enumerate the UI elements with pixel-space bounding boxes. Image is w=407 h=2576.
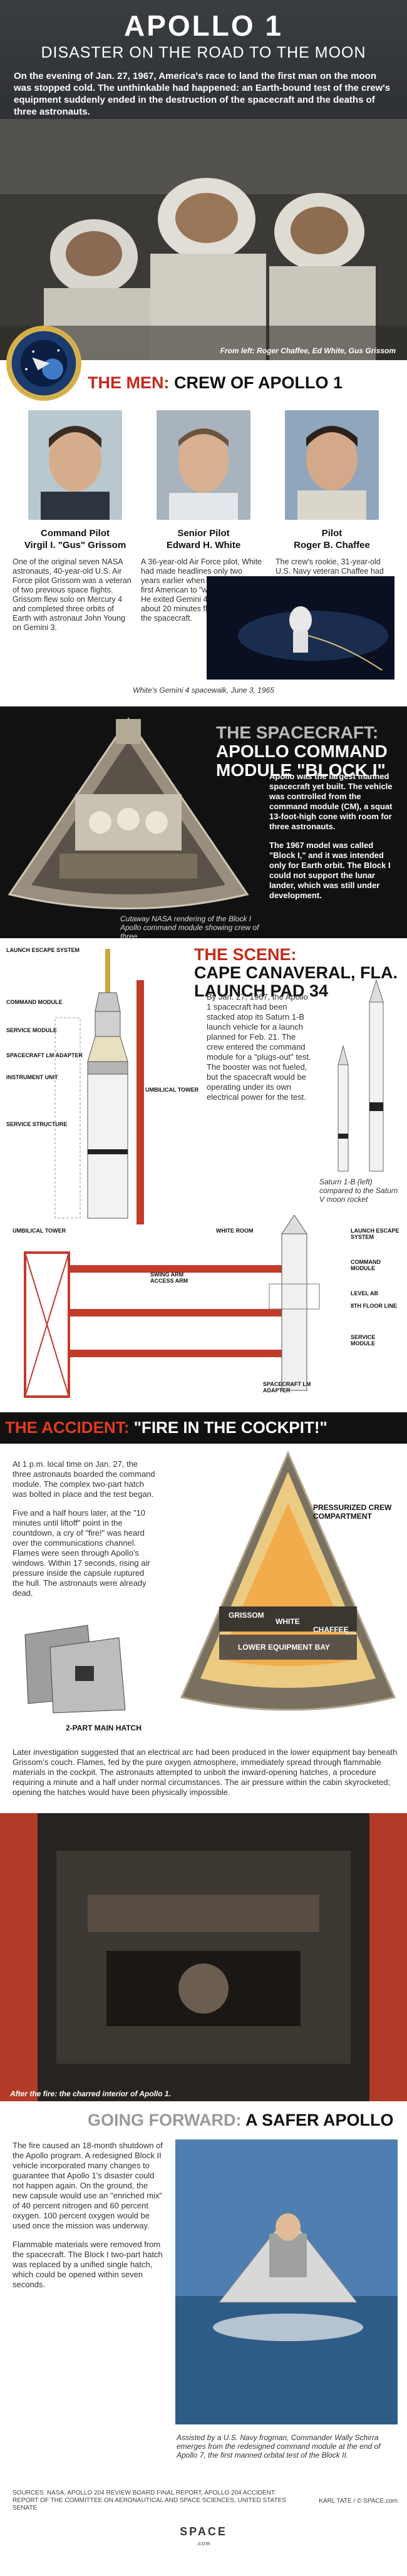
grissom-bio: One of the original seven NASA astronaut… xyxy=(13,557,131,632)
forward-paragraph-2: Flammable materials were removed from th… xyxy=(13,2240,163,2289)
grissom-name: Virgil I. "Gus" Grissom xyxy=(24,540,126,551)
spacecraft-caption: Cutaway NASA rendering of the Block I Ap… xyxy=(120,914,259,941)
tower-label-swing-arm: SWING ARM ACCESS ARM xyxy=(150,1271,188,1284)
crew-chaffee-title: Pilot Roger B. Chaffee xyxy=(269,527,394,551)
tower-label-lm-adapter: SPACECRAFT LM ADAPTER xyxy=(263,1381,311,1394)
interior-caption: After the fire: the charred interior of … xyxy=(10,2089,171,2098)
forward-paragraph-1: The fire caused an 18-month shutdown of … xyxy=(13,2141,163,2230)
tower-label-escape-system: LAUNCH ESCAPE SYSTEM xyxy=(351,1228,399,1240)
intro-text: On the evening of Jan. 27, 1967, America… xyxy=(14,71,391,117)
scene-heading-small: THE SCENE: xyxy=(194,945,297,964)
label-service-structure: SERVICE STRUCTURE xyxy=(6,1121,68,1127)
white-role: Senior Pilot xyxy=(177,528,230,539)
hero-section: APOLLO 1 DISASTER ON THE ROAD TO THE MOO… xyxy=(0,0,407,360)
chaffee-name: Roger B. Chaffee xyxy=(294,540,370,551)
forward-heading-small: GOING FORWARD: xyxy=(88,2111,242,2129)
apollo-1-mission-patch xyxy=(6,326,81,401)
space-com-logo-suffix: .com xyxy=(196,2540,211,2547)
hero-photo-caption: From left: Roger Chaffee, Ed White, Gus … xyxy=(220,346,396,355)
forward-photo-caption: Assisted by a U.S. Navy frogman, Command… xyxy=(177,2433,381,2460)
accident-heading-small: THE ACCIDENT: xyxy=(5,1418,130,1437)
forward-heading-main: A SAFER APOLLO xyxy=(245,2111,394,2129)
tower-label-umbilical: UMBILICAL TOWER xyxy=(13,1228,66,1234)
label-main-hatch: 2-PART MAIN HATCH xyxy=(66,1724,142,1732)
investigation-text: Later investigation suggested that an el… xyxy=(13,1747,398,1797)
sources: SOURCES: NASA, APOLLO 204 REVIEW BOARD F… xyxy=(13,2490,286,2511)
label-instrument-unit: INSTRUMENT UNIT xyxy=(6,1074,58,1080)
label-launch-escape-system: LAUNCH ESCAPE SYSTEM xyxy=(6,947,80,953)
crew-heading-accent: THE MEN: xyxy=(88,373,170,392)
spacecraft-paragraph-1: Apollo was the largest manned spacecraft… xyxy=(269,772,393,831)
label-chaffee: CHAFFEE xyxy=(313,1625,349,1634)
umbilical-tower-diagram xyxy=(24,1215,320,1398)
schirra-recovery-photo xyxy=(175,2139,398,2424)
tower-label-service-module: SERVICE MODULE xyxy=(351,1334,376,1347)
label-command-module: COMMAND MODULE xyxy=(6,999,63,1005)
tower-label-command-module: COMMAND MODULE xyxy=(351,1259,381,1271)
crew-heading: THE MEN: CREW OF APOLLO 1 xyxy=(88,373,343,393)
accident-description: At 1 p.m. local time on Jan. 27, the thr… xyxy=(13,1459,157,1607)
label-service-module: SERVICE MODULE xyxy=(6,1027,57,1033)
label-pressurized-compartment: PRESSURIZED CREW COMPARTMENT xyxy=(313,1503,392,1521)
spacecraft-description: Apollo was the largest manned spacecraft… xyxy=(269,772,401,901)
crew-grissom-title: Command Pilot Virgil I. "Gus" Grissom xyxy=(13,527,138,551)
chaffee-portrait xyxy=(285,410,379,520)
grissom-portrait xyxy=(28,410,122,520)
spacecraft-section xyxy=(0,706,407,938)
label-white: WHITE xyxy=(276,1617,300,1626)
spacecraft-heading: THE SPACECRAFT: APOLLO COMMAND MODULE "B… xyxy=(216,723,404,780)
spacecraft-paragraph-2: The 1967 model was called "Block I," and… xyxy=(269,841,391,900)
white-portrait xyxy=(157,410,250,520)
chaffee-role: Pilot xyxy=(321,528,343,539)
rocket-comparison xyxy=(337,979,384,1172)
command-module-cutaway xyxy=(8,717,249,909)
label-grissom: GRISSOM xyxy=(229,1611,264,1620)
spacewalk-photo xyxy=(207,576,394,680)
spacecraft-heading-small: THE SPACECRAFT: xyxy=(216,723,379,742)
main-hatch-diagram xyxy=(24,1625,126,1714)
accident-paragraph-1: At 1 p.m. local time on Jan. 27, the thr… xyxy=(13,1459,155,1499)
label-spacecraft-lm-adapter: SPACECRAFT LM ADAPTER xyxy=(6,1052,83,1058)
accident-heading: THE ACCIDENT: "FIRE IN THE COCKPIT!" xyxy=(5,1418,327,1437)
forward-description: The fire caused an 18-month shutdown of … xyxy=(13,2141,163,2299)
forward-heading: GOING FORWARD: A SAFER APOLLO xyxy=(88,2111,394,2130)
tower-label-level-ab: LEVEL AB xyxy=(351,1290,379,1296)
crew-hero-photo xyxy=(0,119,407,360)
credit: KARL TATE / © SPACE.com xyxy=(319,2498,398,2505)
scene-heading: THE SCENE: CAPE CANAVERAL, FLA. LAUNCH P… xyxy=(194,946,401,1000)
tower-label-white-room: WHITE ROOM xyxy=(216,1228,254,1234)
white-name: Edward H. White xyxy=(166,540,241,551)
label-umbilical-tower: UMBILICAL TOWER xyxy=(145,1087,199,1093)
grissom-role: Command Pilot xyxy=(40,528,110,539)
accident-heading-bar xyxy=(0,1412,407,1444)
crew-white-title: Senior Pilot Edward H. White xyxy=(141,527,266,551)
burned-interior-photo xyxy=(0,1813,407,2101)
spacecraft-heading-main: APOLLO COMMAND MODULE "BLOCK I" xyxy=(216,742,388,780)
saturn-1b-diagram xyxy=(54,949,144,1224)
accident-heading-main: "FIRE IN THE COCKPIT!" xyxy=(133,1418,327,1437)
spacewalk-caption: White's Gemini 4 spacewalk, June 3, 1965 xyxy=(133,686,274,695)
accident-paragraph-2: Five and a half hours later, at the "10 … xyxy=(13,1508,150,1598)
crew-heading-rest: CREW OF APOLLO 1 xyxy=(174,373,343,392)
scene-heading-main: CAPE CANAVERAL, FLA. LAUNCH PAD 34 xyxy=(194,963,398,1000)
page-title: APOLLO 1 xyxy=(123,9,284,42)
rocket-comparison-caption: Saturn 1-B (left) compared to the Saturn… xyxy=(319,1177,398,1204)
tower-label-8th-floor: 8TH FLOOR LINE xyxy=(351,1303,397,1309)
scene-description: By Jan. 27, 1967, the Apollo 1 spacecraf… xyxy=(207,992,311,1102)
label-lower-equipment-bay: LOWER EQUIPMENT BAY xyxy=(238,1643,330,1652)
space-com-logo: SPACE xyxy=(180,2525,227,2538)
page-subtitle: DISASTER ON THE ROAD TO THE MOON xyxy=(41,44,366,61)
capsule-cross-section xyxy=(180,1451,396,1711)
